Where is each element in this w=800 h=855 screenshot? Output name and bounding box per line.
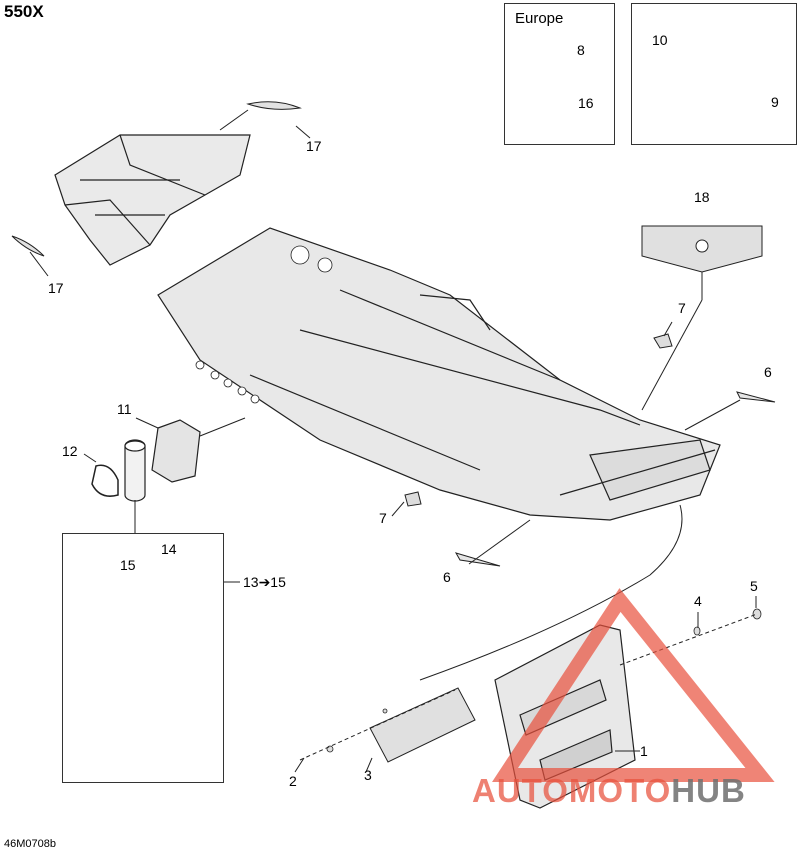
watermark-part-moto: MOTO — [568, 772, 672, 809]
callout-3: 3 — [364, 767, 372, 783]
warning-label-18 — [641, 225, 763, 411]
region-label: Europe — [515, 10, 564, 27]
upper-console-part — [54, 134, 251, 266]
bracket-inset-box — [631, 3, 797, 145]
callout-8: 8 — [577, 42, 585, 58]
tool-holder-11 — [124, 419, 201, 502]
callout-2: 2 — [289, 773, 297, 789]
callout-1: 1 — [640, 743, 648, 759]
plate-3 — [369, 687, 476, 763]
callout-17-upper: 17 — [306, 138, 322, 154]
callout-16: 16 — [578, 95, 594, 111]
watermark-logo: AUTOMOTOHUB — [472, 772, 746, 810]
frame-tunnel-part — [157, 227, 721, 521]
callout-12: 12 — [62, 443, 78, 459]
reflector-6 — [454, 391, 776, 567]
callout-11: 11 — [117, 401, 132, 417]
watermark-triangle — [492, 588, 775, 782]
watermark-part-hub: HUB — [671, 772, 746, 809]
callout-10: 10 — [652, 32, 668, 48]
callout-7-upper: 7 — [678, 300, 686, 316]
callout-5: 5 — [750, 578, 758, 594]
callout-4: 4 — [694, 593, 702, 609]
callout-17-lower: 17 — [48, 280, 64, 296]
callout-14: 14 — [161, 541, 177, 557]
seal-strips-17 — [11, 101, 302, 257]
watermark-part-auto: AUTO — [472, 772, 569, 809]
callout-18: 18 — [694, 189, 710, 205]
drawing-reference: 46M0708b — [4, 838, 56, 850]
callout-9: 9 — [771, 94, 779, 110]
callout-6-upper: 6 — [764, 364, 772, 380]
callout-7-lower: 7 — [379, 510, 387, 526]
model-title: 550X — [4, 2, 44, 21]
clip-7 — [404, 333, 673, 507]
callout-6-lower: 6 — [443, 569, 451, 585]
frame-holes — [195, 245, 333, 404]
callout-13-15: 13➔15 — [243, 574, 286, 590]
tool-kit-inset-box — [62, 533, 224, 783]
europe-inset-box: Europe — [504, 3, 615, 145]
strap-12 — [91, 464, 119, 497]
callout-15: 15 — [120, 557, 136, 573]
